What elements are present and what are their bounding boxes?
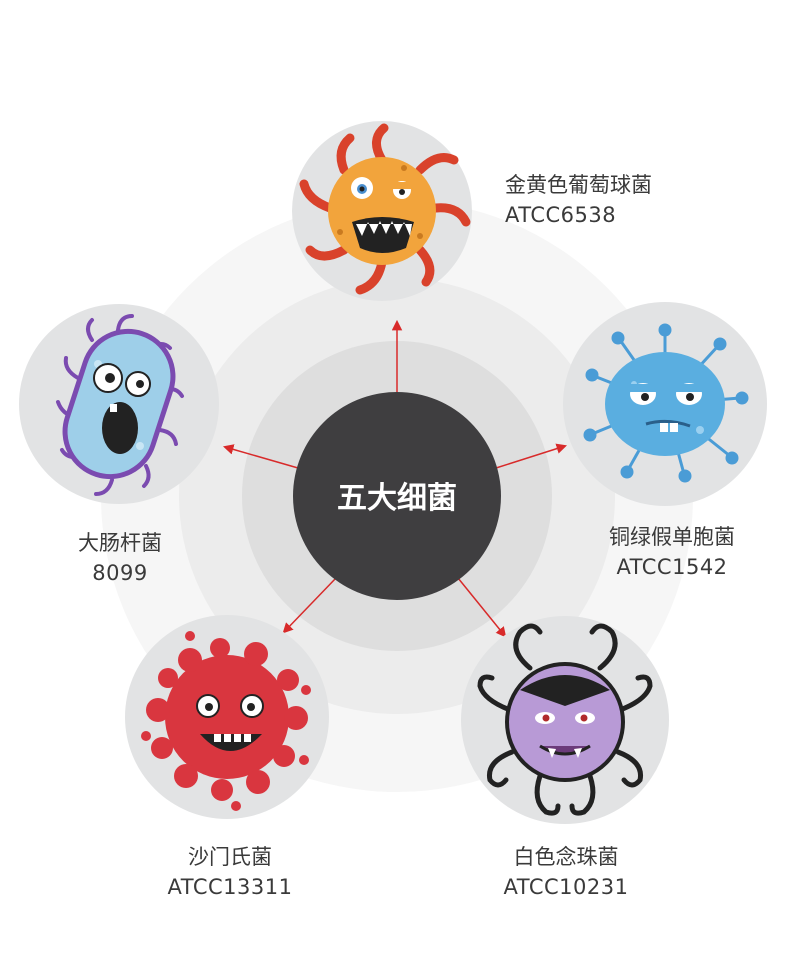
bacteria-name: 白色念珠菌: [513, 845, 619, 869]
arrow-to-candida: [457, 577, 507, 638]
center-circle: [293, 392, 501, 600]
label-ecoli: 大肠杆菌 8099: [40, 528, 200, 588]
pseudomonas-icon: [583, 323, 749, 483]
bacteria-code: 8099: [92, 561, 148, 585]
arrows: [222, 319, 568, 638]
label-candida: 白色念珠菌 ATCC10231: [476, 842, 656, 902]
label-salm: 沙门氏菌 ATCC13311: [140, 842, 320, 902]
arrow-to-pseudo: [495, 443, 568, 469]
node-salm: [125, 615, 329, 819]
node-staph: [292, 121, 472, 301]
node-candida: [461, 616, 669, 824]
candida-icon: [477, 623, 653, 816]
bacteria-code: ATCC1542: [616, 555, 728, 579]
bacteria-code: ATCC13311: [167, 875, 293, 899]
node-ecoli: [19, 304, 219, 504]
salmonella-icon: [141, 631, 311, 811]
bacteria-code: ATCC6538: [505, 203, 617, 227]
arrow-to-ecoli: [222, 444, 299, 469]
node-pseudo: [563, 302, 767, 506]
bacteria-name: 大肠杆菌: [78, 531, 162, 555]
bacteria-code: ATCC10231: [503, 875, 629, 899]
center-title: 五大细菌: [337, 481, 457, 516]
bacteria-name: 铜绿假单胞菌: [609, 525, 735, 549]
bacteria-name: 金黄色葡萄球菌: [505, 173, 652, 197]
label-staph: 金黄色葡萄球菌 ATCC6538: [505, 170, 652, 230]
label-pseudo: 铜绿假单胞菌 ATCC1542: [582, 522, 762, 582]
staph-icon: [299, 123, 471, 295]
bacteria-name: 沙门氏菌: [188, 845, 272, 869]
arrow-to-salm: [282, 577, 337, 634]
ecoli-icon: [56, 314, 184, 496]
